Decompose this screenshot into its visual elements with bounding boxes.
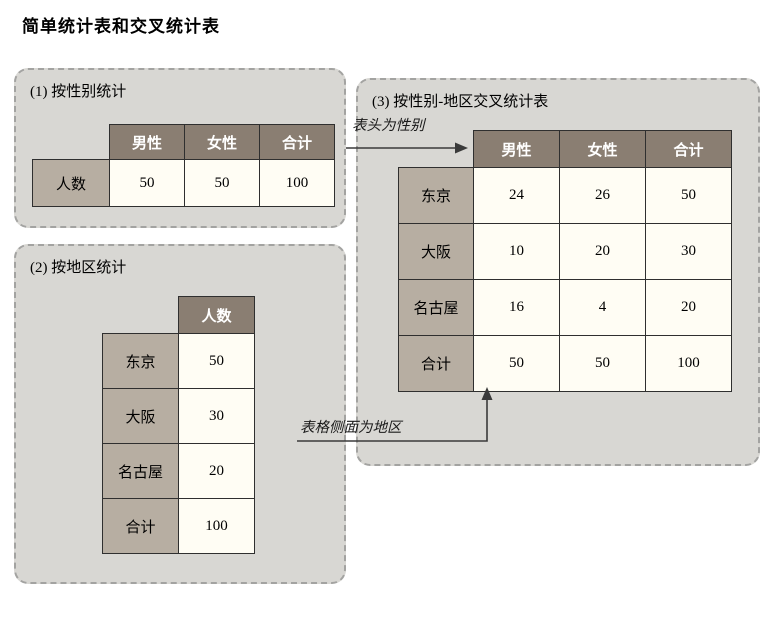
- panel-cross-table-label: (3) 按性别-地区交叉统计表: [372, 94, 549, 110]
- cell-tokyo-female: 26: [559, 167, 646, 224]
- table-row: 合计 50 50 100: [398, 335, 732, 392]
- cell-tokyo-male: 24: [473, 167, 560, 224]
- panel-by-gender-label: (1) 按性别统计: [30, 84, 127, 100]
- row-label-osaka: 大阪: [102, 388, 179, 444]
- arrow-label-side-region: 表格侧面为地区: [300, 420, 402, 436]
- table-row: 男性 女性 合计: [33, 124, 335, 160]
- panel-by-region-label: (2) 按地区统计: [30, 260, 127, 276]
- table-row: 人数 50 50 100: [32, 159, 335, 207]
- table-row: 名古屋 16 4 20: [398, 279, 732, 336]
- table-row: 人数: [103, 296, 255, 334]
- col-header-male: 男性: [109, 124, 185, 160]
- col-header-total: 合计: [645, 130, 732, 168]
- cell-nagoya-female: 4: [559, 279, 646, 336]
- cross-table: 男性 女性 合计 东京 24 26 50 大阪 10 20 30 名古屋: [398, 130, 732, 392]
- col-header-female: 女性: [184, 124, 260, 160]
- corner-blank-cell: [103, 297, 179, 334]
- col-header-male: 男性: [473, 130, 560, 168]
- cell-tokyo-total: 50: [645, 167, 732, 224]
- row-header-count: 人数: [32, 159, 110, 207]
- corner-blank-cell: [33, 125, 110, 160]
- cell-female-count: 50: [184, 159, 260, 207]
- col-header-female: 女性: [559, 130, 646, 168]
- col-header-count: 人数: [178, 296, 255, 334]
- by-gender-table: 男性 女性 合计 人数 50 50 100: [32, 124, 335, 207]
- cell-nagoya-total: 20: [645, 279, 732, 336]
- col-header-total: 合计: [259, 124, 335, 160]
- row-label-tokyo: 东京: [398, 167, 474, 224]
- table-row: 男性 女性 合计: [399, 130, 732, 168]
- cell-tokyo-count: 50: [178, 333, 255, 389]
- panel-cross-table: (3) 按性别-地区交叉统计表 男性 女性 合计 东京 24 26 50 大阪 …: [356, 78, 760, 466]
- table-row: 大阪 30: [102, 388, 255, 444]
- row-label-osaka: 大阪: [398, 223, 474, 280]
- cell-osaka-total: 30: [645, 223, 732, 280]
- table-row: 名古屋 20: [102, 443, 255, 499]
- cell-nagoya-male: 16: [473, 279, 560, 336]
- table-row: 合计 100: [102, 498, 255, 554]
- cell-total-male: 50: [473, 335, 560, 392]
- cell-total-female: 50: [559, 335, 646, 392]
- cell-nagoya-count: 20: [178, 443, 255, 499]
- cell-male-count: 50: [109, 159, 185, 207]
- by-region-table: 人数 东京 50 大阪 30 名古屋 20 合计 100: [102, 296, 255, 554]
- row-label-total: 合计: [398, 335, 474, 392]
- panel-by-region: (2) 按地区统计 人数 东京 50 大阪 30 名古屋 20: [14, 244, 346, 584]
- table-row: 东京 24 26 50: [398, 167, 732, 224]
- cell-total-total: 100: [645, 335, 732, 392]
- cell-osaka-female: 20: [559, 223, 646, 280]
- corner-blank-cell: [399, 131, 474, 168]
- panel-by-gender: (1) 按性别统计 男性 女性 合计 人数 50 50 100: [14, 68, 346, 228]
- arrow-label-header-gender: 表头为性别: [352, 118, 425, 134]
- table-row: 东京 50: [102, 333, 255, 389]
- cell-total-count: 100: [178, 498, 255, 554]
- table-row: 大阪 10 20 30: [398, 223, 732, 280]
- row-label-nagoya: 名古屋: [102, 443, 179, 499]
- row-label-total: 合计: [102, 498, 179, 554]
- cell-osaka-count: 30: [178, 388, 255, 444]
- cell-osaka-male: 10: [473, 223, 560, 280]
- row-label-nagoya: 名古屋: [398, 279, 474, 336]
- row-label-tokyo: 东京: [102, 333, 179, 389]
- page-title: 简单统计表和交叉统计表: [22, 17, 220, 36]
- cell-total-count: 100: [259, 159, 335, 207]
